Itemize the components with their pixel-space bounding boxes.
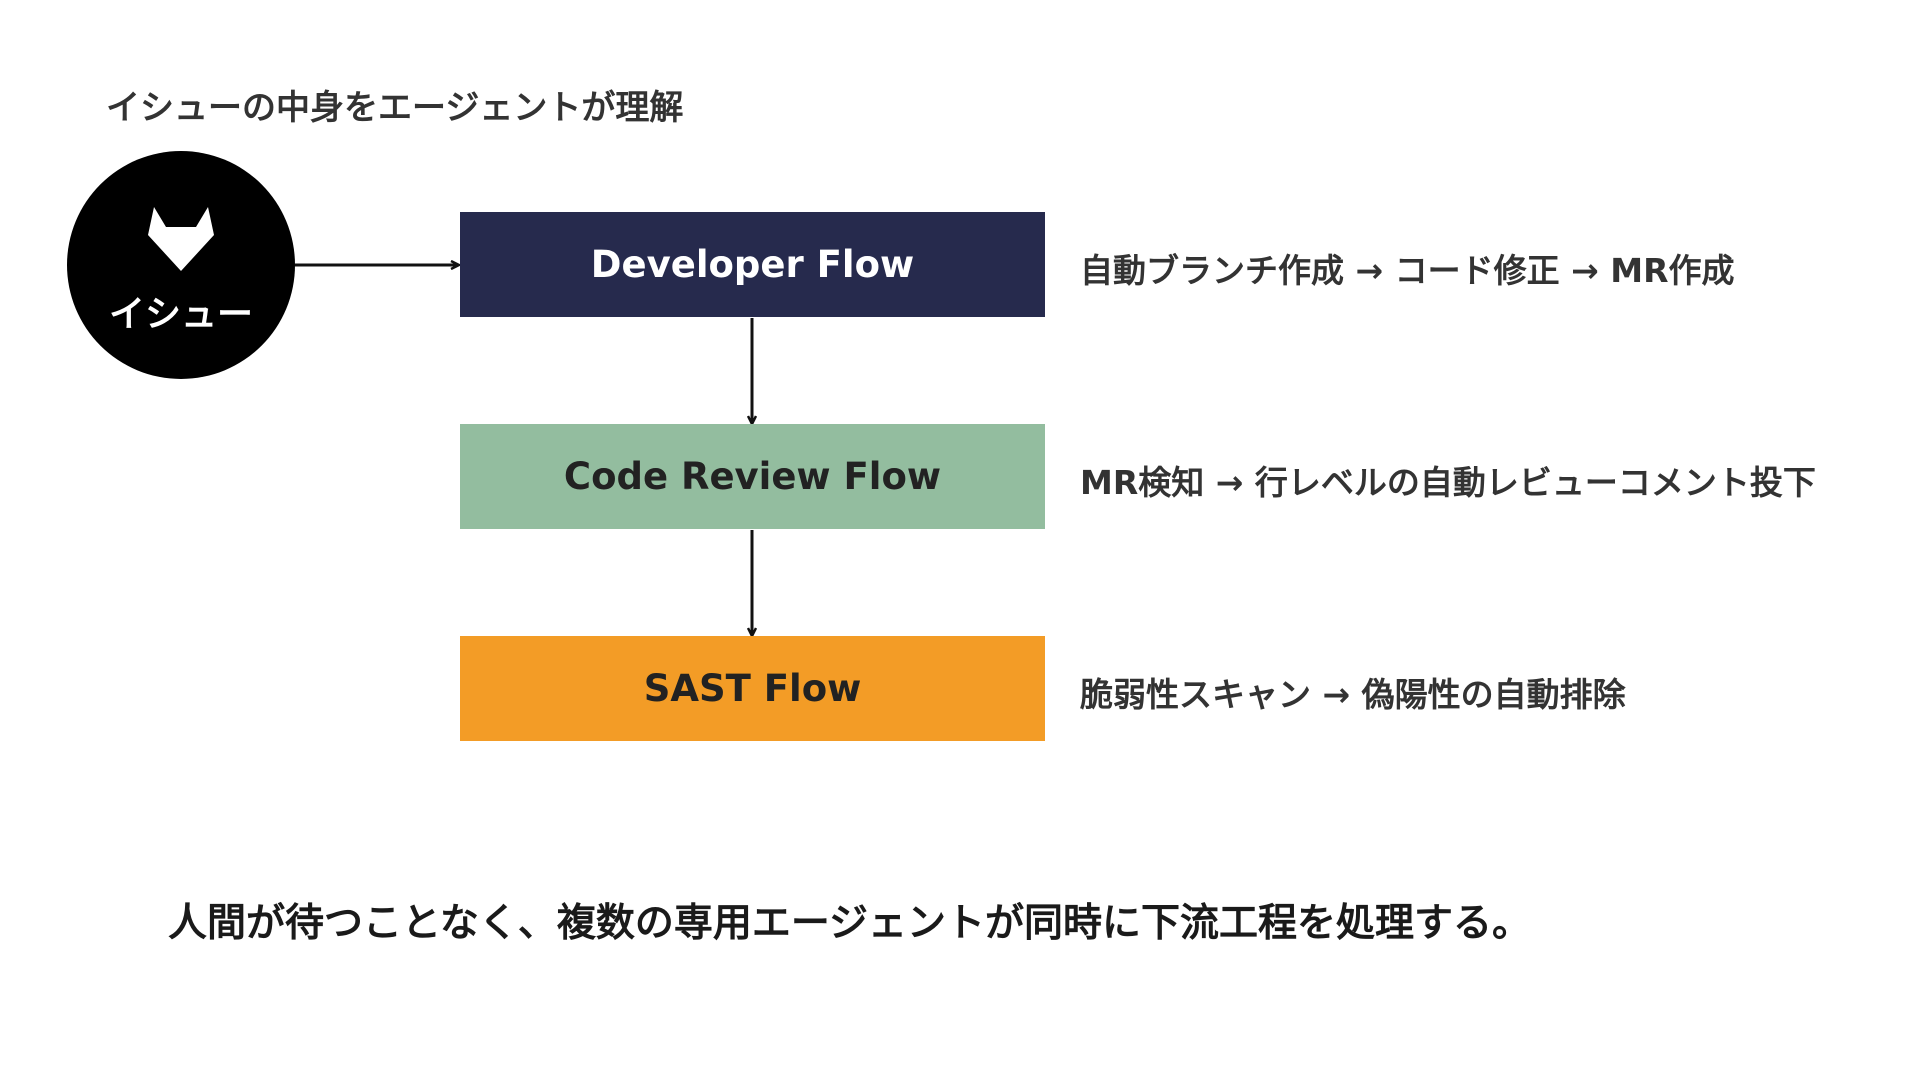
sast-flow-box: SAST Flow (460, 636, 1045, 741)
developer-flow-description: 自動ブランチ作成 → コード修正 → MR作成 (1080, 251, 1735, 290)
gitlab-tanuki-icon (148, 207, 214, 271)
code-review-flow-description: MR検知 → 行レベルの自動レビューコメント投下 (1080, 463, 1816, 502)
developer-flow-box: Developer Flow (460, 212, 1045, 317)
sast-flow-label: SAST Flow (643, 667, 862, 710)
sast-flow-description: 脆弱性スキャン → 偽陽性の自動排除 (1080, 675, 1626, 714)
developer-flow-label: Developer Flow (590, 243, 915, 286)
top-caption: イシューの中身をエージェントが理解 (106, 88, 684, 128)
code-review-flow-label: Code Review Flow (563, 455, 942, 498)
issue-node: イシュー (67, 151, 295, 379)
bottom-caption: 人間が待つことなく、複数の専用エージェントが同時に下流工程を処理する。 (168, 901, 1532, 946)
issue-label: イシュー (108, 294, 253, 335)
code-review-flow-box: Code Review Flow (460, 424, 1045, 529)
